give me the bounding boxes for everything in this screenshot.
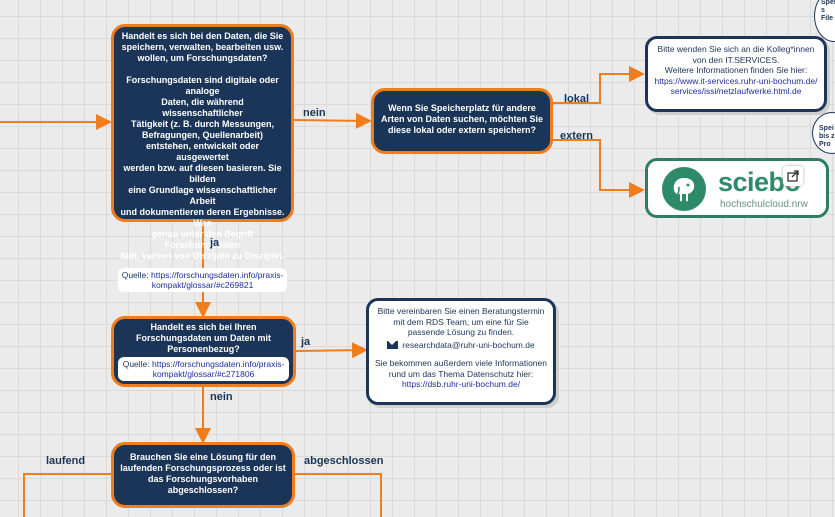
personal-data-question-node[interactable]: Handelt es sich bei Ihren Forschungsdate… [111, 316, 296, 387]
research-data-question-node[interactable]: Handelt es sich bei den Daten, die Sie s… [111, 24, 294, 292]
edge-label-nein-1: nein [303, 107, 326, 119]
sciebo-elephant-icon [662, 167, 706, 211]
rds-link[interactable]: https://dsb.ruhr-uni-bochum.de/ [401, 379, 521, 389]
sciebo-card[interactable]: sciebo hochschulcloud.nrw [645, 158, 829, 218]
storage-question-node[interactable]: Wenn Sie Speicherplatz für andere Arten … [371, 88, 553, 154]
share-icon[interactable] [783, 166, 803, 186]
source-label: Quelle: [121, 270, 151, 280]
storage-question-title: Wenn Sie Speicherplatz für andere Arten … [380, 103, 544, 135]
source-label: Quelle: [122, 359, 152, 369]
source-link[interactable]: https://forschungsdaten.info/praxis-komp… [152, 359, 285, 379]
edge-label-abgeschlossen: abgeschlossen [304, 455, 384, 467]
edge-abgeschlossen [292, 473, 382, 517]
edge-lokal [553, 66, 645, 104]
edge-nein-1 [293, 112, 372, 129]
rds-email-row: researchdata@ruhr-uni-bochum.de [375, 340, 547, 351]
personal-data-source: Quelle: https://forschungsdaten.info/pra… [118, 357, 289, 381]
it-services-text: Bitte wenden Sie sich an die Kolleg*inne… [657, 44, 815, 75]
research-data-definition: Forschungsdaten sind digitale oder analo… [120, 75, 285, 261]
edge-ja-2 [295, 342, 368, 359]
rds-email[interactable]: researchdata@ruhr-uni-bochum.de [402, 339, 535, 350]
personal-data-question-title: Handelt es sich bei Ihren Forschungsdate… [135, 322, 271, 354]
research-data-question-title: Handelt es sich bei den Daten, die Sie s… [121, 31, 284, 63]
it-services-info-box: Bitte wenden Sie sich an die Kolleg*inne… [645, 36, 827, 112]
source-link[interactable]: https://forschungsdaten.info/praxis-komp… [151, 270, 284, 290]
edge-label-ja-1: ja [210, 237, 220, 249]
it-services-link[interactable]: https://www.it-services.ruhr-uni-bochum.… [654, 75, 818, 97]
edge-label-nein-2: nein [210, 391, 233, 403]
edge-extern [553, 139, 645, 198]
rds-text: Bitte vereinbaren Sie einen Beratungster… [377, 306, 545, 337]
rds-info-box: Bitte vereinbaren Sie einen Beratungster… [366, 298, 556, 405]
process-question-title: Brauchen Sie eine Lösung für den laufend… [120, 452, 286, 495]
mail-icon [387, 341, 399, 350]
process-question-node[interactable]: Brauchen Sie eine Lösung für den laufend… [111, 442, 295, 508]
edge-label-ja-2: ja [301, 336, 311, 348]
edge-label-extern: extern [560, 130, 594, 142]
edge-label-laufend: laufend [46, 455, 86, 467]
research-data-source: Quelle: https://forschungsdaten.info/pra… [118, 268, 287, 292]
edge-laufend [23, 473, 113, 517]
rds-text-2: Sie bekommen außerdem viele Informatione… [375, 358, 547, 379]
edge-label-lokal: lokal [564, 93, 590, 105]
sciebo-subtitle: hochschulcloud.nrw [720, 199, 808, 210]
